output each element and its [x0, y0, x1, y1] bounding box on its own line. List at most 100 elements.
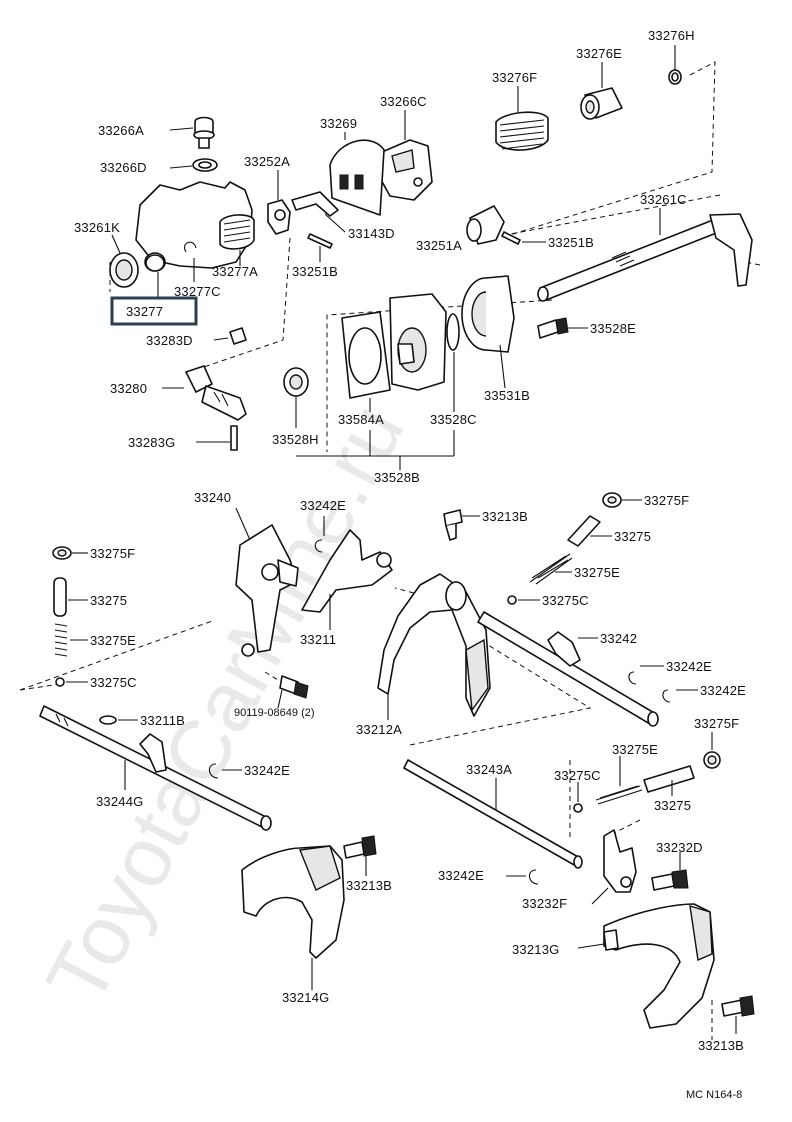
label-33251B-lower: 33251B — [292, 264, 338, 279]
label-33277A: 33277A — [212, 264, 258, 279]
label-33213G: 33213G — [512, 942, 559, 957]
part-33275-pin-a — [567, 515, 601, 547]
label-33244G: 33244G — [96, 794, 143, 809]
watermark-text: ToyotaCarMine.ru — [28, 389, 422, 1018]
part-33275F-cap-a — [602, 492, 622, 508]
label-33266C: 33266C — [380, 94, 427, 109]
label-33275F-b: 33275F — [90, 546, 135, 561]
part-33242E-clip-c — [662, 689, 671, 703]
part-33275C-ball-b — [55, 677, 65, 687]
part-33275F-cap-c — [703, 751, 721, 769]
part-33528E-bolt — [537, 317, 569, 339]
label-33261K: 33261K — [74, 220, 120, 235]
label-33283D: 33283D — [146, 333, 193, 348]
part-33251B-pin-upper — [501, 231, 521, 245]
part-33244G-shaft — [39, 705, 272, 831]
part-33261C-shaft — [537, 213, 753, 302]
label-33240: 33240 — [194, 490, 231, 505]
dashed-outline-top-right — [509, 61, 716, 236]
label-33276H: 33276H — [648, 28, 695, 43]
part-33275-pin-b — [53, 577, 67, 617]
label-33275F-a: 33275F — [644, 493, 689, 508]
label-33528C: 33528C — [430, 412, 477, 427]
label-33252A: 33252A — [244, 154, 290, 169]
label-90119-08649: 90119-08649 (2) — [234, 707, 315, 719]
label-33269: 33269 — [320, 116, 357, 131]
part-33528C-seal — [446, 313, 460, 351]
part-33242E-clip-d — [208, 763, 219, 779]
part-33243A-shaft — [403, 759, 583, 869]
label-33213B-c: 33213B — [698, 1038, 744, 1053]
dashed-outline-housing — [194, 237, 291, 371]
part-adapter-housing — [389, 293, 447, 391]
label-33528B: 33528B — [374, 470, 420, 485]
part-33276E-bushing — [580, 87, 623, 120]
label-33275-c: 33275 — [654, 798, 691, 813]
label-33275C-c: 33275C — [554, 768, 601, 783]
part-33275F-cap-b — [52, 546, 72, 560]
label-33276F: 33276F — [492, 70, 537, 85]
part-33266D-washer — [192, 158, 218, 172]
label-33266D: 33266D — [100, 160, 147, 175]
label-33243A: 33243A — [466, 762, 512, 777]
part-33283D-plug — [229, 327, 247, 345]
label-33275E-a: 33275E — [574, 565, 620, 580]
part-33266C-bracket — [379, 139, 433, 201]
label-33276E: 33276E — [576, 46, 622, 61]
label-33531B: 33531B — [484, 388, 530, 403]
dashed-outline-lower-right — [409, 639, 713, 1040]
label-33211: 33211 — [300, 632, 336, 647]
label-33275-a: 33275 — [614, 529, 651, 544]
part-33584A-gasket — [341, 311, 391, 399]
label-33280: 33280 — [110, 381, 147, 396]
label-33242E-c: 33242E — [700, 683, 746, 698]
part-33276F-spring — [495, 111, 549, 151]
label-33251A: 33251A — [416, 238, 462, 253]
part-33251B-pin-lower — [307, 233, 333, 249]
dashed-outline-lower-left — [19, 587, 441, 691]
label-33584A: 33584A — [338, 412, 384, 427]
figure-code: MC N164-8 — [686, 1089, 742, 1101]
part-33242E-clip-b — [628, 671, 637, 685]
label-33211B: 33211B — [140, 713, 185, 728]
part-33275E-spring-a — [529, 553, 573, 585]
label-33528H: 33528H — [272, 432, 319, 447]
label-33251B-upper: 33251B — [548, 235, 594, 250]
label-33242E-a: 33242E — [300, 498, 346, 513]
label-33261C: 33261C — [640, 192, 687, 207]
part-33213B-bolt-c — [721, 995, 755, 1017]
label-33143D: 33143D — [348, 226, 395, 241]
label-33275-b: 33275 — [90, 593, 127, 608]
part-33242-shaft — [477, 611, 659, 727]
part-33242E-clip-a — [314, 539, 323, 553]
part-33213B-bolt-a — [443, 509, 463, 541]
label-33275C-b: 33275C — [90, 675, 137, 690]
part-33277-washer — [145, 254, 165, 272]
part-33252A-lever — [267, 199, 291, 235]
label-33213B-b: 33213B — [346, 878, 392, 893]
part-33232F-lever — [603, 829, 637, 893]
part-33275-pin-c — [643, 765, 695, 793]
part-33275E-spring-c — [595, 785, 643, 805]
part-33266A-plug — [193, 116, 215, 149]
label-33232D: 33232D — [656, 840, 703, 855]
part-33211B-pin — [99, 715, 117, 725]
part-33232D-bolt — [651, 869, 689, 891]
part-33275C-ball-a — [507, 595, 517, 605]
label-33266A: 33266A — [98, 123, 144, 138]
part-33242E-clip-e — [528, 869, 539, 885]
part-33277A-spring — [219, 214, 255, 250]
part-33280-selector — [185, 365, 247, 421]
part-33211-lever — [301, 529, 393, 613]
label-33242: 33242 — [600, 631, 637, 646]
label-33212A: 33212A — [356, 722, 402, 737]
part-33269-cover-plate — [329, 139, 385, 216]
part-33528H-bearing — [283, 367, 309, 397]
label-33242E-d: 33242E — [244, 763, 290, 778]
part-33251A-sleeve — [466, 205, 505, 245]
label-33283G: 33283G — [128, 435, 175, 450]
label-33275E-c: 33275E — [612, 742, 658, 757]
part-33240-shift-head — [235, 524, 299, 657]
part-33143D-clip — [291, 191, 339, 217]
